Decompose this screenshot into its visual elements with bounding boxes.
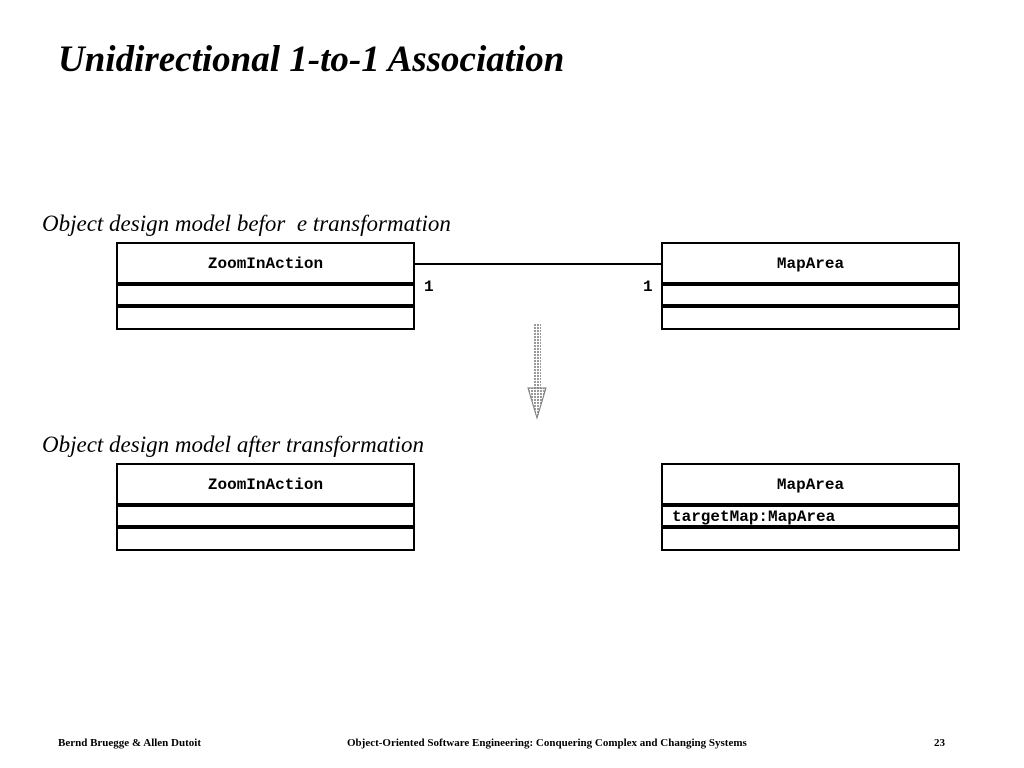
- class-name: MapArea: [663, 465, 958, 507]
- class-name: ZoomInAction: [118, 465, 413, 507]
- class-operations: [663, 529, 958, 549]
- class-operations: [118, 308, 413, 328]
- class-operations: [663, 308, 958, 328]
- slide-title: Unidirectional 1-to-1 Association: [58, 39, 565, 80]
- caption-after-transformation: Object design model after transformation: [42, 432, 425, 457]
- class-attribute-targetmap: targetMap:MapArea: [663, 507, 958, 529]
- class-attributes: [663, 286, 958, 308]
- footer-authors: Bernd Bruegge & Allen Dutoit: [58, 737, 201, 749]
- caption-before-transformation: Object design model befor e transformati…: [42, 211, 451, 236]
- class-name: ZoomInAction: [118, 244, 413, 286]
- class-attributes: [118, 507, 413, 529]
- class-name: MapArea: [663, 244, 958, 286]
- multiplicity-left: 1: [424, 278, 434, 296]
- footer-book-title: Object-Oriented Software Engineering: Co…: [347, 737, 747, 749]
- class-zoominaction-after[interactable]: ZoomInAction: [116, 463, 415, 551]
- class-zoominaction-before[interactable]: ZoomInAction: [116, 242, 415, 330]
- class-maparea-after[interactable]: MapArea targetMap:MapArea: [661, 463, 960, 551]
- class-maparea-before[interactable]: MapArea: [661, 242, 960, 330]
- footer-page-number: 23: [934, 737, 945, 749]
- multiplicity-right: 1: [643, 278, 653, 296]
- transformation-arrow: [527, 324, 547, 420]
- class-operations: [118, 529, 413, 549]
- class-attributes: [118, 286, 413, 308]
